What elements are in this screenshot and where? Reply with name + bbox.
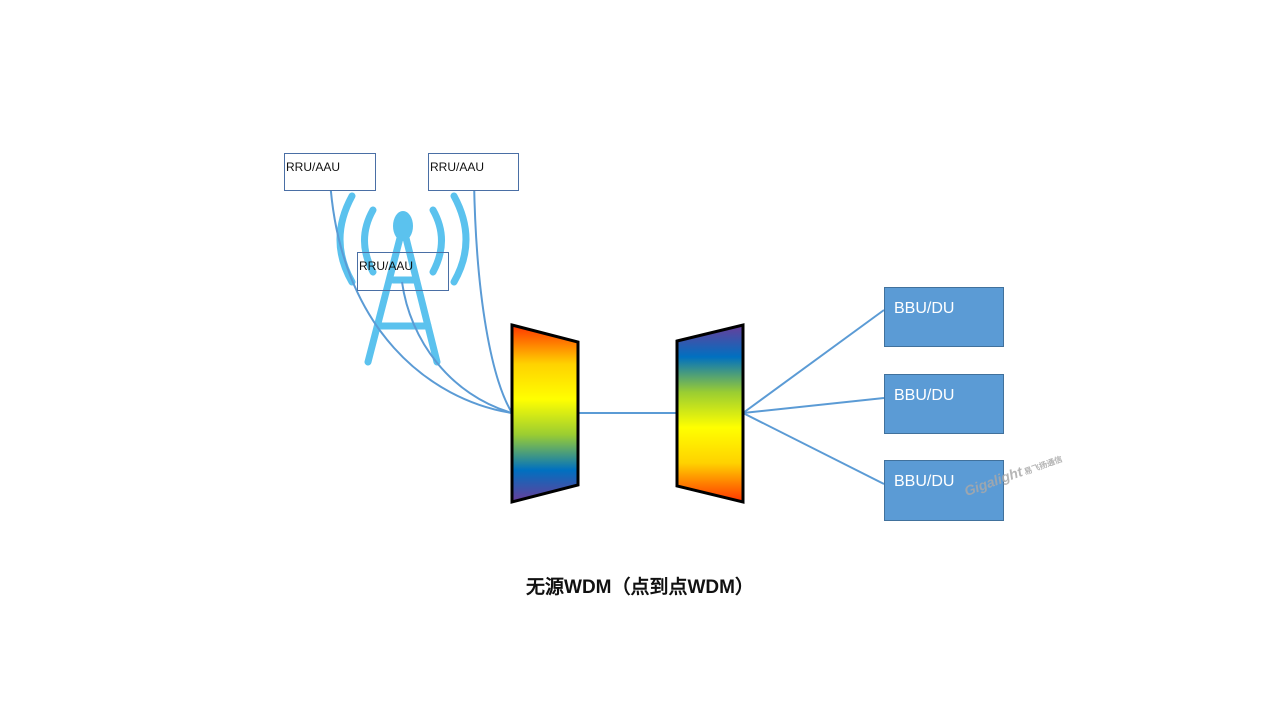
bbu-box-1: BBU/DU bbox=[884, 287, 1004, 347]
fiber-rru-1 bbox=[329, 179, 513, 414]
rru-label-3: RRU/AAU bbox=[359, 259, 414, 273]
bbu-label-1: BBU/DU bbox=[894, 300, 955, 317]
bbu-fibers bbox=[742, 309, 885, 485]
rru-label-2: RRU/AAU bbox=[430, 160, 485, 174]
wdm-demux-icon bbox=[675, 323, 745, 504]
fiber-bbu-3 bbox=[742, 412, 885, 485]
fiber-bbu-1 bbox=[742, 309, 885, 414]
bbu-box-3: BBU/DU bbox=[884, 460, 1004, 521]
rru-box-1: RRU/AAU bbox=[284, 153, 376, 191]
bbu-label-2: BBU/DU bbox=[894, 387, 955, 404]
rru-fibers bbox=[329, 179, 513, 414]
bbu-box-2: BBU/DU bbox=[884, 374, 1004, 434]
bbu-label-3: BBU/DU bbox=[894, 473, 955, 490]
fiber-rru-3 bbox=[401, 281, 513, 414]
wdm-mux-icon bbox=[510, 323, 580, 504]
diagram-caption: 无源WDM（点到点WDM） bbox=[526, 577, 754, 598]
cell-tower-icon bbox=[336, 192, 470, 366]
fiber-bbu-2 bbox=[742, 397, 885, 414]
fiber-rru-2 bbox=[473, 179, 513, 414]
rru-box-2: RRU/AAU bbox=[428, 153, 519, 191]
rru-box-3: RRU/AAU bbox=[357, 252, 449, 291]
rru-label-1: RRU/AAU bbox=[286, 160, 341, 174]
